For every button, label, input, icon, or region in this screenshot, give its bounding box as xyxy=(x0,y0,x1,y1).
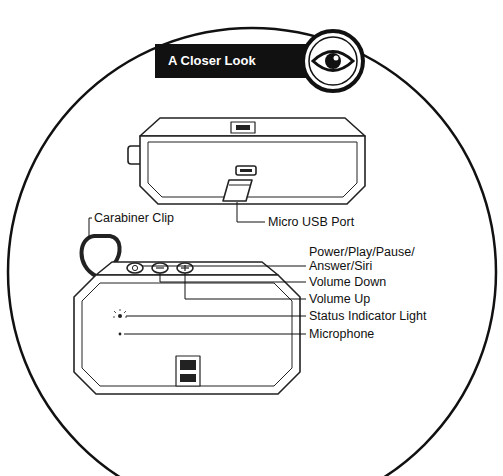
indicator-label: Status Indicator Light xyxy=(309,309,426,323)
title-text: A Closer Look xyxy=(168,44,256,78)
illustration-part xyxy=(229,185,250,186)
button-label: Volume Down xyxy=(309,275,386,289)
illustration-part xyxy=(89,218,92,238)
illustration-part xyxy=(180,374,196,382)
illustration-part xyxy=(236,125,250,130)
illustration-part xyxy=(325,53,341,69)
illustration-part xyxy=(177,263,193,273)
button-label: Volume Up xyxy=(309,292,370,306)
illustration-part xyxy=(127,263,143,273)
illustration-part xyxy=(303,31,363,91)
illustration-part xyxy=(160,273,306,282)
illustration-part xyxy=(334,56,339,61)
eye-badge xyxy=(303,31,363,91)
button-label: Power/Play/Pause/ Answer/Siri xyxy=(309,245,421,273)
part-label: Microphone xyxy=(309,327,374,341)
illustration-part xyxy=(231,122,255,133)
frame-circle xyxy=(8,28,496,476)
part-label: Carabiner Clip xyxy=(94,211,174,225)
speaker-back-view xyxy=(128,118,365,204)
speaker-front-view xyxy=(74,236,300,394)
illustration-part xyxy=(148,142,357,197)
illustration-part xyxy=(113,309,127,317)
illustration-part xyxy=(152,263,168,273)
illustration-part xyxy=(309,37,357,85)
illustration-part xyxy=(240,169,252,172)
illustration-part xyxy=(156,267,164,268)
part-label: Micro USB Port xyxy=(268,215,354,229)
illustration-part xyxy=(126,316,306,317)
illustration-part xyxy=(119,333,122,336)
illustration-part xyxy=(223,180,252,201)
illustration-part xyxy=(140,118,365,136)
illustration-part xyxy=(180,360,196,370)
illustration-part xyxy=(313,52,353,71)
illustration-part xyxy=(96,262,278,275)
illustration-part xyxy=(132,265,137,270)
illustration-part xyxy=(124,334,306,335)
illustration-part xyxy=(142,266,306,267)
illustration-part xyxy=(185,273,306,299)
illustration-part xyxy=(237,202,265,222)
illustration-part xyxy=(236,166,256,175)
illustration-part xyxy=(176,356,200,386)
illustration-part xyxy=(118,314,122,318)
illustration-part xyxy=(140,136,365,204)
